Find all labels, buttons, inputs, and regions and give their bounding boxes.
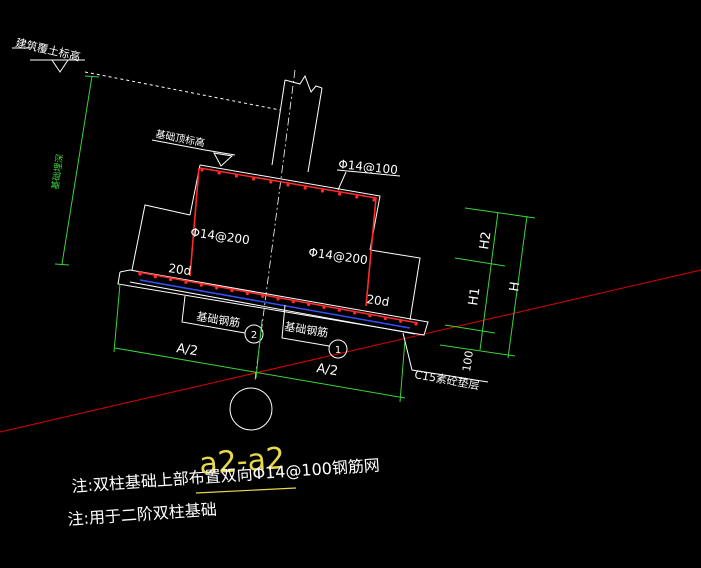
base-mesh-blue <box>139 279 411 329</box>
rebar-dot <box>234 174 238 178</box>
rebar-dot <box>355 195 359 199</box>
rebar-dot <box>291 300 295 304</box>
width-dimension: A/2 A/2 <box>113 283 406 403</box>
marker-2-label: 2 <box>251 330 257 341</box>
base-rebar-1-label: 基础钢筋 <box>284 319 330 340</box>
rebar-dot <box>286 183 290 187</box>
rebar-dot <box>368 314 372 318</box>
rebar-dot <box>303 186 307 190</box>
base-rebar-callout-1: 基础钢筋 1 <box>281 304 348 359</box>
top-rebar-callout: Φ14@100 <box>336 157 401 191</box>
rebar-dot <box>353 311 357 315</box>
left-anchor-label: 20d <box>168 261 193 278</box>
h1-label: H1 <box>466 287 483 307</box>
rebar-dot <box>322 305 326 309</box>
rebar-dot <box>261 294 265 298</box>
section-title-underline <box>195 487 297 494</box>
rebar-dot <box>200 168 204 172</box>
h2-label: H2 <box>477 231 494 251</box>
rebar-dots <box>138 168 418 326</box>
rebar-dot <box>184 280 188 284</box>
rebar-dot <box>138 272 142 276</box>
pile-circle <box>229 387 273 431</box>
top-rebar-label: Φ14@100 <box>338 157 399 177</box>
rebar-dot <box>383 316 387 321</box>
cushion-thickness-label: 100 <box>460 350 476 373</box>
rebar-dot <box>245 291 249 296</box>
rebar-dot <box>414 322 418 326</box>
rebar-dot <box>276 297 280 301</box>
height-dimensions: H2 H1 H 100 <box>439 207 536 373</box>
h-total-label: H <box>507 281 523 293</box>
section-cut-line <box>0 269 701 433</box>
rebar-cage <box>137 167 419 329</box>
rebar-dot <box>320 189 324 193</box>
half-width-left-label: A/2 <box>175 341 199 359</box>
rebar-dot <box>372 198 376 202</box>
marker-1-label: 1 <box>335 345 341 356</box>
rebar-dot <box>215 286 219 290</box>
half-width-right-label: A/2 <box>315 361 339 379</box>
rebar-dot <box>307 302 311 307</box>
rebar-dot <box>399 319 403 323</box>
rebar-dot <box>252 177 256 181</box>
right-anchor-label: 20d <box>366 292 391 309</box>
rebar-dot <box>217 171 221 175</box>
center-axis <box>254 69 296 381</box>
rebar-dot <box>199 283 203 287</box>
base-rebar-2-label: 基础钢筋 <box>196 309 242 330</box>
rebar-dot <box>153 275 157 279</box>
rebar-dot <box>269 180 273 184</box>
section-title: a2-a2 <box>195 441 297 494</box>
rebar-dot <box>169 277 173 282</box>
section-title-text: a2-a2 <box>198 441 286 482</box>
rebar-dot <box>337 308 341 312</box>
rebar-dot <box>230 289 234 293</box>
rebar-dot <box>338 192 342 196</box>
base-rebar-callout-2: 基础钢筋 2 <box>181 295 264 344</box>
column <box>271 74 323 173</box>
